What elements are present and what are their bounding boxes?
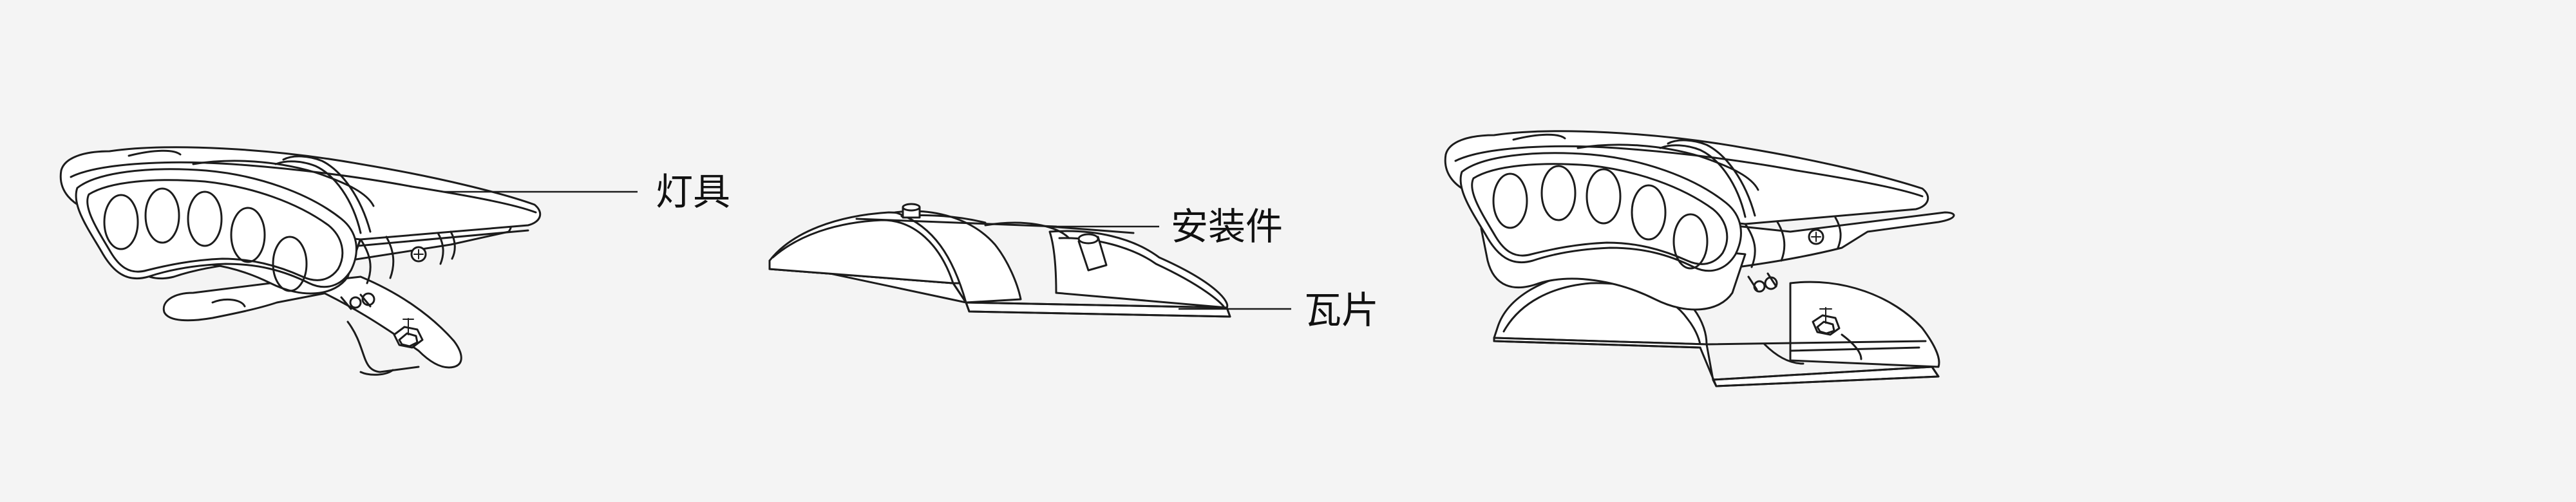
assembled-tile xyxy=(1493,268,1940,387)
mount-stud xyxy=(902,203,921,219)
bolt-icon xyxy=(1812,307,1841,336)
lamp-label: 灯具 xyxy=(656,170,730,214)
bolt-icon xyxy=(393,318,424,349)
screw-icon xyxy=(1808,228,1824,245)
mount-label: 安装件 xyxy=(1171,205,1283,248)
screw-icon xyxy=(410,246,427,263)
lamp-body xyxy=(59,146,542,310)
led-lenses xyxy=(1492,165,1709,270)
roof-tile xyxy=(768,203,1231,318)
screw-icon xyxy=(349,292,375,309)
led-lenses xyxy=(103,187,308,292)
assembled-figure xyxy=(1444,130,1955,387)
mount-cylinder xyxy=(1077,233,1108,272)
mount-tile-figure: 安装件 瓦片 xyxy=(768,203,1379,332)
lamp-figure: 灯具 xyxy=(59,146,730,376)
tile-label: 瓦片 xyxy=(1304,288,1379,332)
assembled-lamp xyxy=(1444,130,1955,311)
